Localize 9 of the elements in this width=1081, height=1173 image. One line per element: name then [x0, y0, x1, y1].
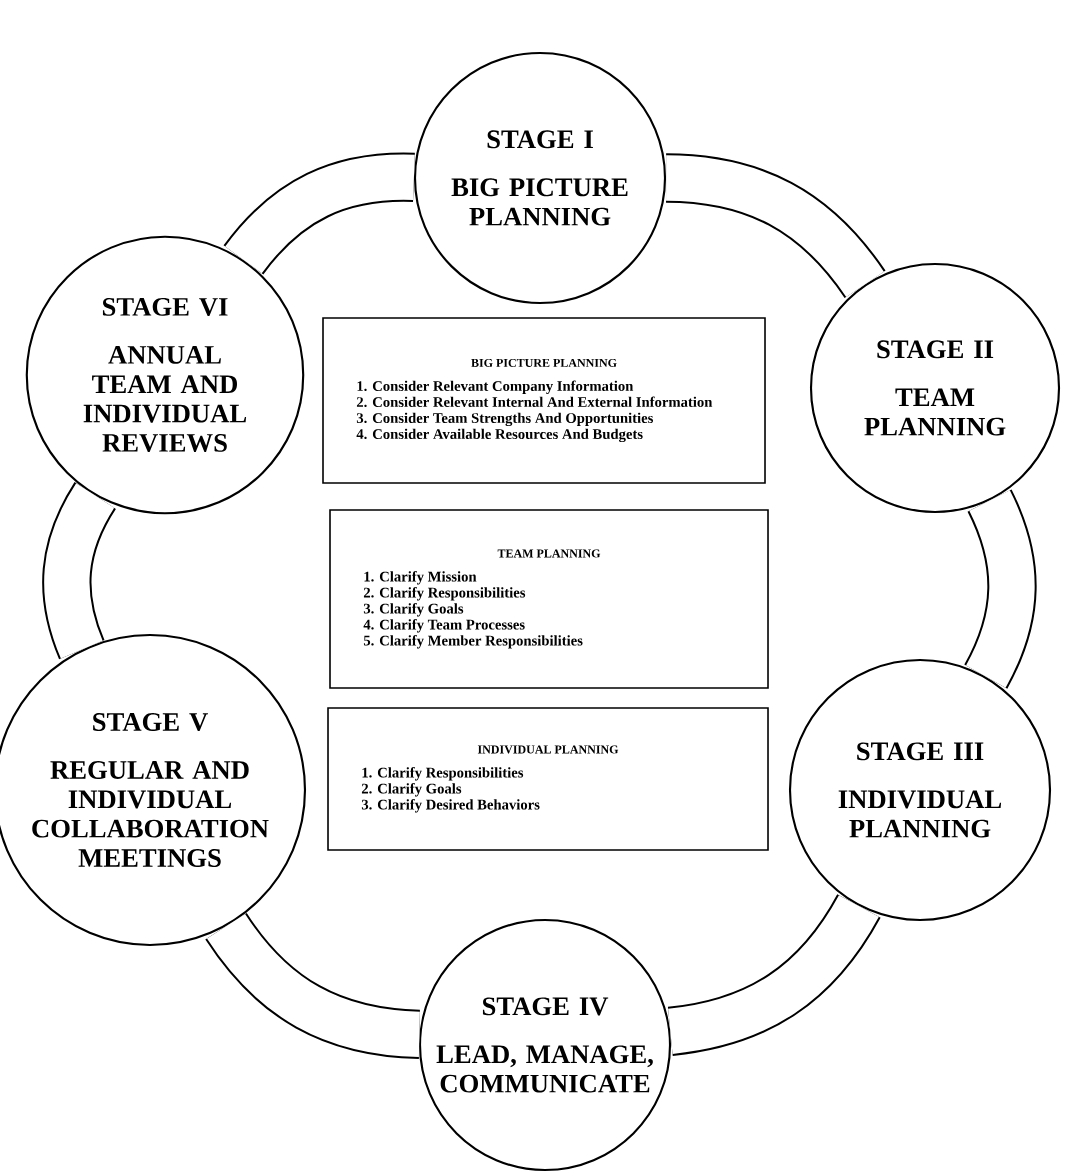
info-box: INDIVIDUAL PLANNING 1. Clarify Responsibilities 2. Clarify Goals 3. Clarify Desired Behaviors [327, 707, 769, 851]
ring-band [42, 482, 117, 659]
ring-band [667, 893, 881, 1056]
ring-band [224, 152, 415, 276]
ring-band [963, 490, 1037, 688]
ring-band [665, 153, 886, 299]
info-box: TEAM PLANNING 1. Clarify Mission 2. Clarify Responsibilities 3. Clarify Goals 4. Clarify Team Processes 5. Clarify Member Responsibilities [329, 509, 769, 689]
ring-band [205, 912, 421, 1059]
info-box: BIG PICTURE PLANNING 1. Consider Relevant Company Information 2. Consider Relevant Internal And External Information 3. Consider Team Strengths And Opportunities 4. Consider Available Resources And Budgets [322, 317, 766, 484]
